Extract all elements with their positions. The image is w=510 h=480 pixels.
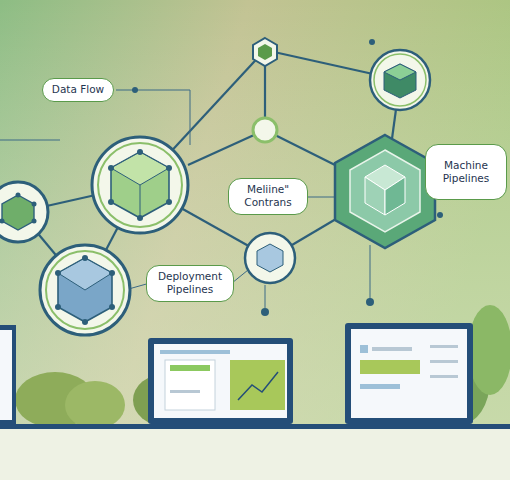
label-text: Data Flow [52, 83, 104, 96]
hexagon-node [92, 137, 188, 233]
label-pill: Data Flow [42, 78, 114, 102]
label-text: Deployment Pipelines [155, 270, 225, 296]
leader-lines [0, 90, 440, 308]
small-node [245, 233, 295, 283]
label-pill: Machine Pipelines [425, 144, 507, 200]
label-pill: Meliine" Contrans [228, 178, 308, 215]
monitor [345, 323, 473, 424]
hexagon-node [0, 182, 48, 242]
ground-line [0, 424, 510, 429]
bushes [15, 305, 510, 429]
label-pill: Deployment Pipelines [146, 265, 234, 302]
cube-node [370, 50, 430, 110]
label-text: Meliine" Contrans [237, 183, 299, 209]
laptop [148, 338, 293, 424]
label-text: Machine Pipelines [434, 159, 498, 185]
hexagon-node [40, 245, 130, 335]
hexagon-node [335, 135, 435, 248]
left-screen [0, 325, 16, 425]
small-node [253, 118, 277, 142]
floor [0, 429, 510, 480]
top-cube [253, 38, 277, 66]
